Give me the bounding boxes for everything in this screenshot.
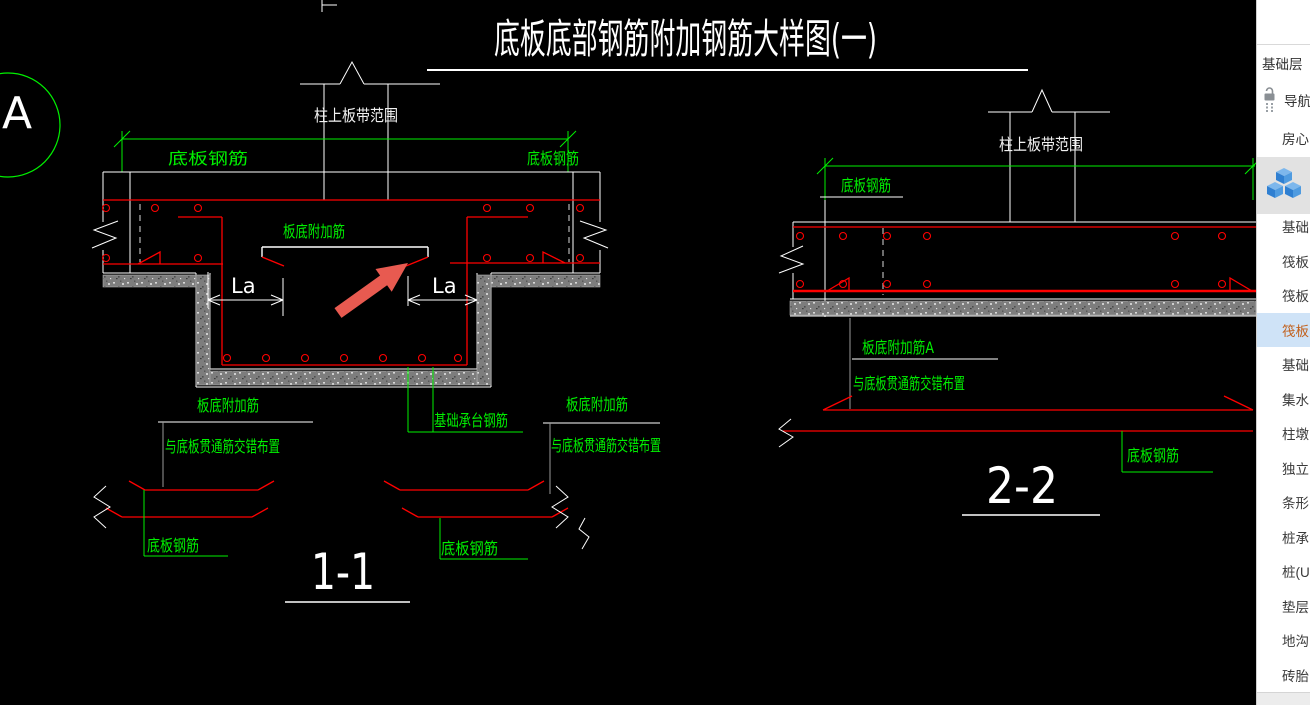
sidebar-item[interactable]: 桩承 [1257, 520, 1310, 555]
sidebar-item-fangxin[interactable]: 房心 [1257, 120, 1310, 156]
la-dimension-left [207, 272, 284, 316]
section-outline-2 [778, 200, 1256, 317]
slab-rebar-label-top-2: 底板钢筋 [841, 176, 891, 195]
sidebar-item-label: 柱墩 [1282, 427, 1309, 443]
axis-bubble: A [0, 72, 61, 178]
nav-label: 导航 [1284, 94, 1310, 109]
slab-rebar-label-bottom-right: 底板钢筋 [441, 539, 498, 558]
bottom-slab-bars-1 [105, 480, 569, 518]
drawing-title: 底板底部钢筋附加钢筋大样图(一) [494, 15, 877, 63]
sidebar-item-label: 条形 [1282, 496, 1309, 512]
sidebar-item-label: 桩(U [1282, 565, 1310, 581]
cad-drawing-canvas[interactable]: 底板底部钢筋附加钢筋大样图(一) A 柱上板带范围 [0, 0, 1262, 705]
bottom-rebar-callout-2 [1121, 431, 1213, 473]
added-rebar-right-line1: 板底附加筋 [566, 395, 628, 414]
nav-pin-row[interactable]: 导航 [1257, 82, 1310, 118]
sidebar-item[interactable]: 条形 [1257, 485, 1310, 520]
sidebar-item-label: 砖胎 [1282, 668, 1309, 684]
sidebar-item-label: 基础 [1282, 220, 1309, 236]
bottom-rebar-lines-2 [783, 395, 1254, 432]
green-dimension-1 [113, 130, 577, 172]
sidebar-item-label: 桩承 [1282, 530, 1309, 546]
lock-icon [1263, 86, 1276, 115]
sidebar-bottom-strip [1257, 692, 1310, 705]
sidebar-item-label: 房心 [1282, 132, 1309, 147]
slab-rebar-label-top-right: 底板钢筋 [527, 149, 579, 168]
section-caption-2-2: 2-2 [986, 457, 1058, 515]
slab-rebar-label-bottom-2: 底板钢筋 [1127, 446, 1179, 465]
column-strip-label-1: 柱上板带范围 [314, 106, 398, 125]
sidebar-item[interactable]: 桩(U [1257, 554, 1310, 589]
detail-1-1: 柱上板带范围 底板钢筋 底板钢筋 [91, 0, 661, 603]
column-strip-dimension-1 [300, 0, 440, 200]
red-arrow-annotation-icon [334, 263, 408, 318]
bottom-rebar-callouts-1 [143, 490, 528, 560]
sidebar-item[interactable]: 砖胎 [1257, 658, 1310, 693]
sidebar-item[interactable]: 基础 [1257, 347, 1310, 382]
added-rebar-left-line1: 板底附加筋 [197, 396, 259, 415]
detail-2-2: 柱上板带范围 底板钢筋 [778, 88, 1262, 516]
slab-rebar-label-bottom-left: 底板钢筋 [147, 536, 199, 555]
la-label-left: La [231, 274, 256, 298]
floor-selector[interactable]: 基础层 [1257, 44, 1310, 80]
sidebar-item-label: 垫层 [1282, 599, 1309, 615]
sidebar-item[interactable]: 筏板 [1257, 278, 1310, 313]
concrete-hatch-2 [789, 300, 1257, 316]
sidebar-item[interactable]: 柱墩 [1257, 416, 1310, 451]
sidebar-item-label: 筏板 [1282, 254, 1309, 270]
sidebar-item[interactable]: 独立 [1257, 451, 1310, 486]
added-rebar-line2-2: 与底板贯通筋交错布置 [853, 374, 965, 393]
sidebar-item[interactable]: 地沟 [1257, 623, 1310, 658]
sidebar-item-label: 集水 [1282, 392, 1309, 408]
rebar-dots-pit-1 [222, 353, 463, 363]
sidebar-item[interactable]: 集水 [1257, 382, 1310, 417]
rebar-dots-slab-1 [101, 203, 585, 263]
added-rebar-left-line2: 与底板贯通筋交错布置 [165, 437, 280, 456]
concrete-hatch-1 [102, 274, 601, 386]
sidebar-item[interactable]: 基础 [1257, 209, 1310, 244]
slab-rebar-lines-1 [103, 199, 600, 265]
sidebar-item-label: 基础 [1282, 358, 1309, 374]
break-symbol-bottom-2 [778, 418, 794, 448]
added-rebar-right-callout [543, 422, 660, 494]
column-strip-dimension-2 [988, 88, 1110, 222]
sheet-title: 底板底部钢筋附加钢筋大样图(一) [427, 15, 1028, 71]
sidebar-item-label: 筏板 [1282, 289, 1309, 305]
added-rebar-right-line2: 与底板贯通筋交错布置 [551, 436, 661, 455]
additional-rebar-bar-1 [261, 246, 429, 267]
column-strip-label-2: 柱上板带范围 [999, 135, 1083, 154]
hidden-lines-1 [139, 204, 570, 262]
added-rebar-line1-2: 板底附加筋A [862, 338, 934, 357]
rebar-dots-2 [795, 231, 1227, 289]
axis-circle [0, 72, 61, 178]
added-rebar-left-callout [158, 421, 313, 487]
axis-letter: A [2, 88, 32, 139]
sidebar-item-label: 地沟 [1282, 634, 1309, 650]
sidebar-item-label: 独立 [1282, 461, 1309, 477]
break-symbols-bottom-1 [93, 485, 590, 550]
slab-rebar-lines-2 [793, 226, 1256, 293]
sidebar-item-label: 筏板 [1282, 323, 1309, 339]
sidebar-item[interactable]: 垫层 [1257, 589, 1310, 624]
pile-cap-callout [407, 367, 523, 433]
pile-cap-rebar-label: 基础承台钢筋 [434, 411, 508, 430]
la-label-right: La [432, 274, 457, 298]
la-dimension-right [407, 276, 478, 306]
added-rebar-label-1: 板底附加筋 [283, 222, 345, 241]
sidebar-item-selected[interactable]: 筏板 [1257, 312, 1310, 347]
component-category-button[interactable] [1257, 157, 1310, 214]
section-caption-1-1: 1-1 [311, 543, 375, 601]
component-type-list: 基础 筏板 筏板 筏板 基础 集水 柱墩 独立 条形 桩承 桩(U 垫层 地沟 … [1257, 209, 1310, 692]
sidebar-item[interactable]: 筏板 [1257, 244, 1310, 279]
navigation-panel: 基础层 导航 房心 [1256, 0, 1310, 705]
green-dimension-2 [816, 157, 1262, 200]
floor-selector-label: 基础层 [1262, 56, 1303, 72]
slab-rebar-label-top-left: 底板钢筋 [168, 149, 248, 168]
pit-cage-rebar-1 [178, 216, 528, 366]
cubes-icon [1266, 166, 1302, 205]
